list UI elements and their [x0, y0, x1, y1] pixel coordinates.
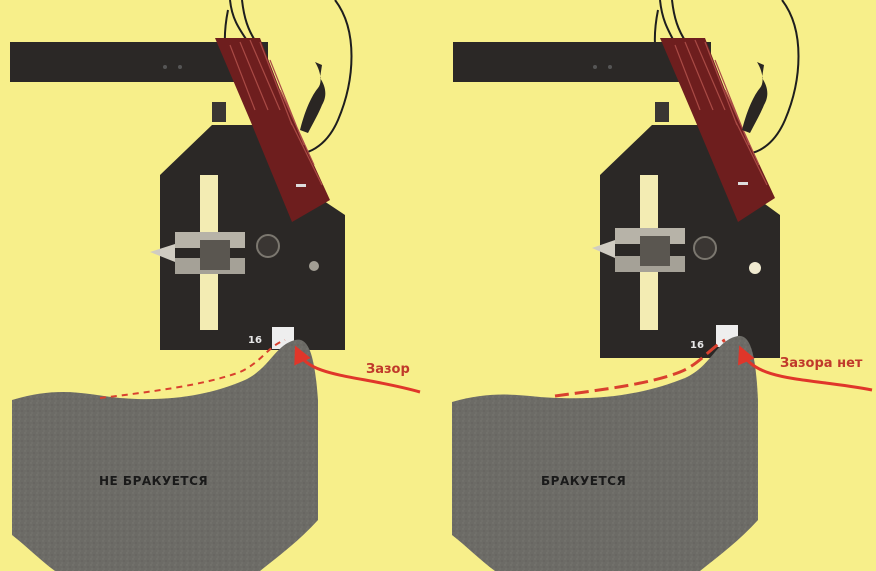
right-callout-label: Зазора нет [780, 356, 863, 371]
right-handle [660, 38, 775, 222]
right-verdict-label: БРАКУЕТСЯ [541, 474, 627, 488]
left-verdict-label: НЕ БРАКУЕТСЯ [99, 474, 209, 488]
left-callout-label: Зазор [366, 362, 410, 377]
left-handle [215, 38, 330, 222]
right-figure [742, 62, 768, 133]
left-dashed-outline [99, 339, 286, 399]
right-arrow [738, 345, 873, 392]
left-arrow [294, 345, 421, 394]
left-panel: 16 [10, 0, 421, 571]
right-stamp: 16 [690, 340, 704, 351]
left-wires [223, 0, 353, 155]
left-workpiece [12, 339, 318, 571]
right-panel: 16 [452, 0, 873, 571]
right-dashed-outline [554, 338, 726, 398]
left-figure [300, 62, 326, 133]
left-stamp: 16 [248, 335, 262, 346]
right-wires [653, 0, 800, 155]
right-workpiece [452, 335, 758, 571]
